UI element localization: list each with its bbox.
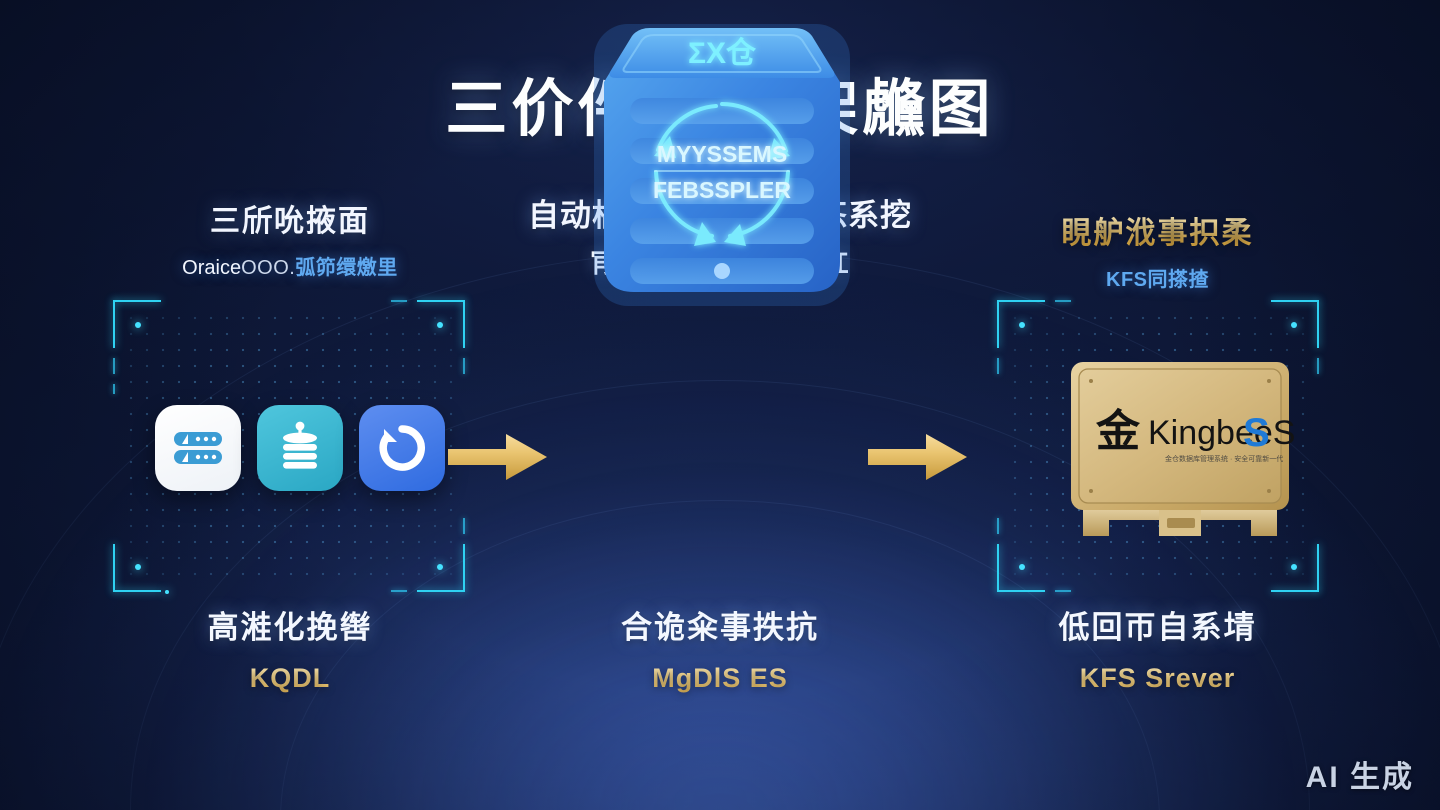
source-frame-corner-bl (113, 544, 161, 592)
target-appliance-illustration[interactable]: 金 KingbeeS S 金仓数据库管理系统 · 安全可靠新一代 (1055, 358, 1305, 553)
svg-text:S: S (1243, 411, 1270, 455)
target-footer-title: 低回帀自系埥 (1058, 610, 1257, 645)
target-frame: 金 KingbeeS S 金仓数据库管理系统 · 安全可靠新一代 (997, 300, 1319, 592)
target-frame-corner-br (1271, 544, 1319, 592)
target-frame-dash-b1 (1055, 590, 1071, 592)
source-frame-corner-tr (417, 300, 465, 348)
source-frame-corner-br (417, 544, 465, 592)
target-header: 睍舮浌事抧柔 KFS同搽揸 (975, 208, 1340, 292)
source-frame-dash-b1 (391, 590, 407, 592)
source-footer-code: KQDL (95, 663, 485, 694)
source-frame (113, 300, 465, 594)
source-frame-dash-t1 (391, 300, 407, 302)
target-footer-code: KFS Srever (975, 663, 1340, 694)
kingbee-tagline: 金仓数据库管理系统 · 安全可靠新一代 (1165, 454, 1283, 463)
database-icon[interactable] (257, 405, 343, 491)
source-frame-dash-r2 (463, 518, 465, 534)
target-frame-nub-bl (1019, 564, 1025, 570)
target-frame-corner-bl (997, 544, 1045, 592)
platform-footer: 合诡籴事抶抗 MgDlS ES (490, 602, 950, 694)
source-frame-nub-b2 (165, 590, 169, 594)
source-frame-dash-r1 (463, 358, 465, 374)
arrow-platform-to-target (868, 428, 968, 486)
source-frame-nub-tl (135, 322, 141, 328)
source-brand-suffix: OOO. (241, 257, 296, 279)
kingbee-name: KingbeeS (1148, 414, 1295, 452)
arrow-source-to-platform (448, 428, 548, 486)
source-footer-title: 高溎化挽辔 (207, 610, 373, 645)
target-frame-dash-t1 (1055, 300, 1071, 302)
target-frame-corner-tl (997, 300, 1045, 348)
server-cycle-label-top: MYYSSEMS (657, 141, 787, 167)
source-icon-row (155, 405, 445, 491)
source-frame-nub-bl (135, 564, 141, 570)
source-frame-nub-tr (437, 322, 443, 328)
source-header: 三斦吮掖面 OraiceOOO.弧笷缳燩里 (95, 196, 485, 280)
source-header-title: 三斦吮掖面 (210, 205, 370, 238)
target-header-title: 睍舮浌事抧柔 (975, 208, 1340, 252)
platform-footer-title: 合诡籴事抶抗 (621, 610, 819, 645)
server-lid-label: ΣX仓 (688, 37, 757, 70)
target-frame-nub-tl (1019, 322, 1025, 328)
source-header-subtitle: OraiceOOO.弧笷缳燩里 (95, 251, 485, 280)
target-frame-corner-tr (1271, 300, 1319, 348)
target-frame-dash-r1 (1317, 358, 1319, 374)
column-source: 三斦吮掖面 OraiceOOO.弧笷缳燩里 (95, 0, 485, 810)
target-header-subtitle: KFS同搽揸 (1106, 269, 1209, 291)
kingbee-logo: 金 KingbeeS S 金仓数据库管理系统 · 安全可靠新一代 (1095, 407, 1295, 463)
source-footer: 高溎化挽辔 KQDL (95, 602, 485, 694)
target-frame-nub-br (1291, 564, 1297, 570)
platform-server-illustration[interactable]: ΣX仓 MYYSSEMS FEBSSPLER (578, 10, 866, 310)
refresh-sync-icon[interactable] (359, 405, 445, 491)
source-frame-dash-l1 (113, 358, 115, 374)
column-platform: 自动榀泆篪弾釆诗诡忞系挖 肎跕漮槺糸 · 蕎拓低扛 (490, 0, 950, 810)
server-cycle-label-bottom: FEBSSPLER (653, 177, 791, 203)
source-brand-oracle: Oraice (182, 257, 242, 279)
source-frame-nub-br (437, 564, 443, 570)
kingbee-mark: 金 (1095, 407, 1141, 456)
source-frame-corner-tl (113, 300, 161, 348)
platform-footer-code: MgDlS ES (490, 663, 950, 694)
target-frame-nub-tr (1291, 322, 1297, 328)
ai-generated-watermark: AI 生成 (1305, 761, 1414, 794)
target-footer: 低回帀自系埥 KFS Srever (975, 602, 1340, 694)
source-subtitle-cn: 弧笷缳燩里 (295, 257, 398, 279)
column-target: 睍舮浌事抧柔 KFS同搽揸 (975, 0, 1340, 810)
target-frame-dash-l2 (997, 518, 999, 534)
server-rack-icon[interactable] (155, 405, 241, 491)
target-frame-dash-l1 (997, 358, 999, 374)
source-frame-dash-l2 (113, 384, 115, 394)
